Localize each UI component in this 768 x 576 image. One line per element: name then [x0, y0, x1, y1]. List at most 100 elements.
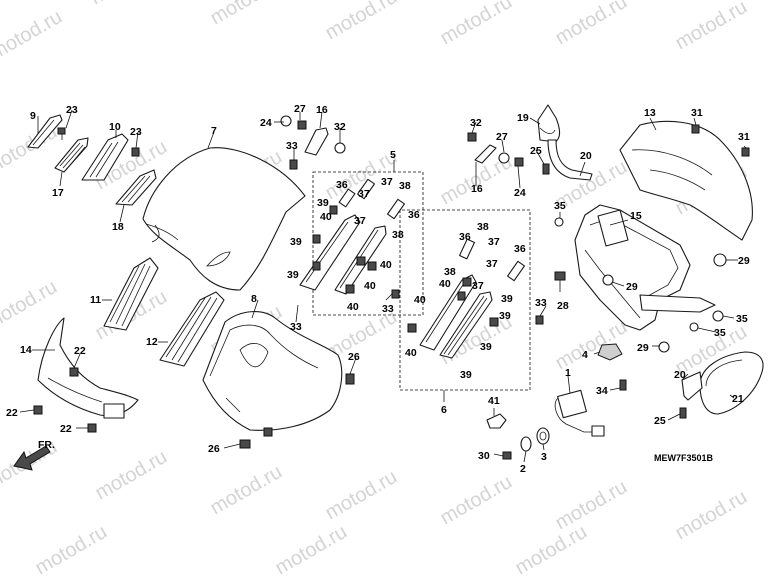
label-part-23: 23 [130, 126, 142, 138]
label-part-38: 38 [444, 266, 456, 278]
label-part-27: 27 [294, 103, 306, 115]
fasteners-top-middle [280, 115, 346, 170]
label-part-40: 40 [380, 259, 392, 271]
label-part-34: 34 [596, 385, 608, 397]
label-part-31: 31 [738, 131, 750, 143]
label-part-38: 38 [399, 180, 411, 192]
label-part-35: 35 [554, 200, 566, 212]
part-7-windscreen [142, 147, 306, 291]
label-part-39: 39 [480, 341, 492, 353]
screw-23 [57, 127, 66, 140]
watermark: motod.ru [0, 276, 61, 335]
label-part-40: 40 [439, 278, 451, 290]
watermark: motod.ru [87, 0, 166, 9]
label-part-9: 9 [30, 110, 36, 122]
label-part-14: 14 [20, 344, 32, 356]
label-part-12: 12 [146, 336, 158, 348]
watermark: motod.ru [672, 0, 751, 54]
label-part-24: 24 [514, 187, 526, 199]
watermark: motod.ru [552, 316, 631, 375]
label-part-15: 15 [630, 210, 642, 222]
part-2-collar [520, 436, 532, 452]
label-part-4: 4 [582, 349, 588, 361]
group-6-clips [391, 238, 544, 333]
label-part-7: 7 [211, 125, 217, 137]
label-part-30: 30 [478, 450, 490, 462]
label-part-40: 40 [347, 301, 359, 313]
label-part-33: 33 [382, 303, 394, 315]
label-part-41: 41 [488, 395, 500, 407]
label-part-36: 36 [408, 209, 420, 221]
screw-34 [619, 379, 627, 391]
part-15-stay [574, 204, 716, 331]
label-part-39: 39 [501, 293, 513, 305]
watermark: motod.ru [92, 446, 171, 505]
label-part-6: 6 [441, 404, 447, 416]
watermark: motod.ru [552, 0, 631, 49]
part-14-lower-cowl [37, 317, 139, 419]
label-part-20: 20 [674, 369, 686, 381]
watermark: motod.ru [552, 476, 631, 535]
diagram-code: MEW7F3501B [654, 453, 714, 463]
label-part-17: 17 [52, 187, 64, 199]
part-21-mirror [679, 351, 764, 419]
label-part-37: 37 [486, 258, 498, 270]
label-part-39: 39 [317, 197, 329, 209]
label-part-38: 38 [477, 221, 489, 233]
part-3-grommet [536, 427, 550, 445]
direction-label: FR. [38, 439, 55, 451]
part-4-bracket [597, 343, 623, 361]
label-part-29: 29 [738, 255, 750, 267]
watermark: motod.ru [437, 471, 516, 530]
label-part-28: 28 [557, 300, 569, 312]
watermark: motod.ru [32, 521, 111, 576]
label-part-24: 24 [260, 117, 272, 129]
label-part-29: 29 [637, 342, 649, 354]
label-part-22: 22 [74, 345, 86, 357]
part-labels: 9 23 17 10 23 18 7 11 12 8 14 22 22 22 2… [6, 103, 750, 475]
fasteners-center-right [467, 132, 524, 167]
part-1-relay [554, 389, 605, 437]
part-18-panel [115, 169, 157, 206]
label-part-3: 3 [541, 451, 547, 463]
label-part-35: 35 [714, 327, 726, 339]
label-part-20: 20 [580, 150, 592, 162]
part-9-panel [27, 114, 63, 149]
label-part-32: 32 [470, 117, 482, 129]
part-17-reflector [54, 137, 89, 173]
label-part-38: 38 [392, 229, 404, 241]
label-part-29: 29 [626, 281, 638, 293]
label-part-37: 37 [358, 188, 370, 200]
label-part-16: 16 [471, 183, 483, 195]
label-part-18: 18 [112, 221, 124, 233]
part-41-clip [486, 413, 507, 429]
part-8-front-cowl [202, 311, 343, 431]
label-part-37: 37 [354, 215, 366, 227]
label-part-19: 19 [517, 112, 529, 124]
label-part-40: 40 [364, 280, 376, 292]
part-10-panel [81, 133, 129, 181]
label-part-39: 39 [499, 310, 511, 322]
label-part-1: 1 [565, 367, 571, 379]
label-part-32: 32 [334, 121, 346, 133]
group-6-box [399, 209, 531, 391]
label-part-40: 40 [414, 294, 426, 306]
label-part-33: 33 [286, 140, 298, 152]
label-part-26: 26 [348, 351, 360, 363]
label-part-22: 22 [60, 423, 72, 435]
label-part-8: 8 [251, 293, 257, 305]
label-part-21: 21 [732, 393, 744, 405]
part-13-inner-panel [619, 120, 753, 241]
label-part-36: 36 [514, 243, 526, 255]
label-part-39: 39 [287, 269, 299, 281]
watermark: motod.ru [322, 0, 401, 44]
part-12-vent [159, 291, 225, 367]
watermark: motod.ru [672, 486, 751, 545]
watermark: motod.ru [512, 521, 591, 576]
label-part-22: 22 [6, 407, 18, 419]
label-part-2: 2 [520, 463, 526, 475]
group-5-clips [312, 178, 405, 294]
screw-25 [542, 163, 550, 175]
watermark: motod.ru [322, 466, 401, 525]
